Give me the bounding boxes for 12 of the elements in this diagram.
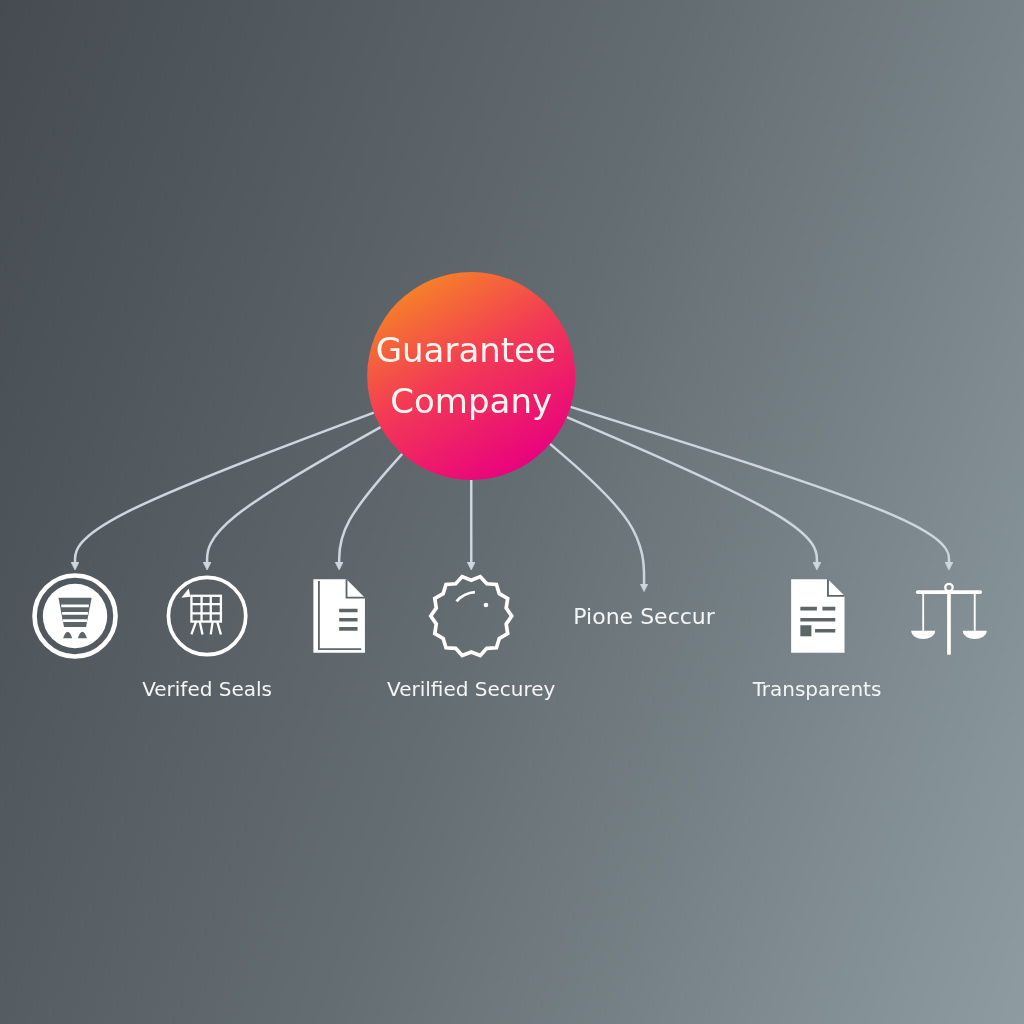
arrow — [566, 416, 822, 571]
node-circle: Guarantee Company — [367, 271, 576, 480]
arrow — [549, 442, 649, 592]
arrow — [570, 405, 954, 571]
node-label: Verifed Seals — [142, 677, 273, 702]
arrow — [70, 411, 375, 571]
arrow — [202, 426, 382, 571]
node-text: Pione Seccur — [573, 603, 715, 629]
arrow — [334, 453, 404, 571]
arrow — [466, 480, 476, 571]
node-label: Transparents — [752, 677, 882, 702]
node-label: Verilfied Securey — [387, 677, 556, 702]
